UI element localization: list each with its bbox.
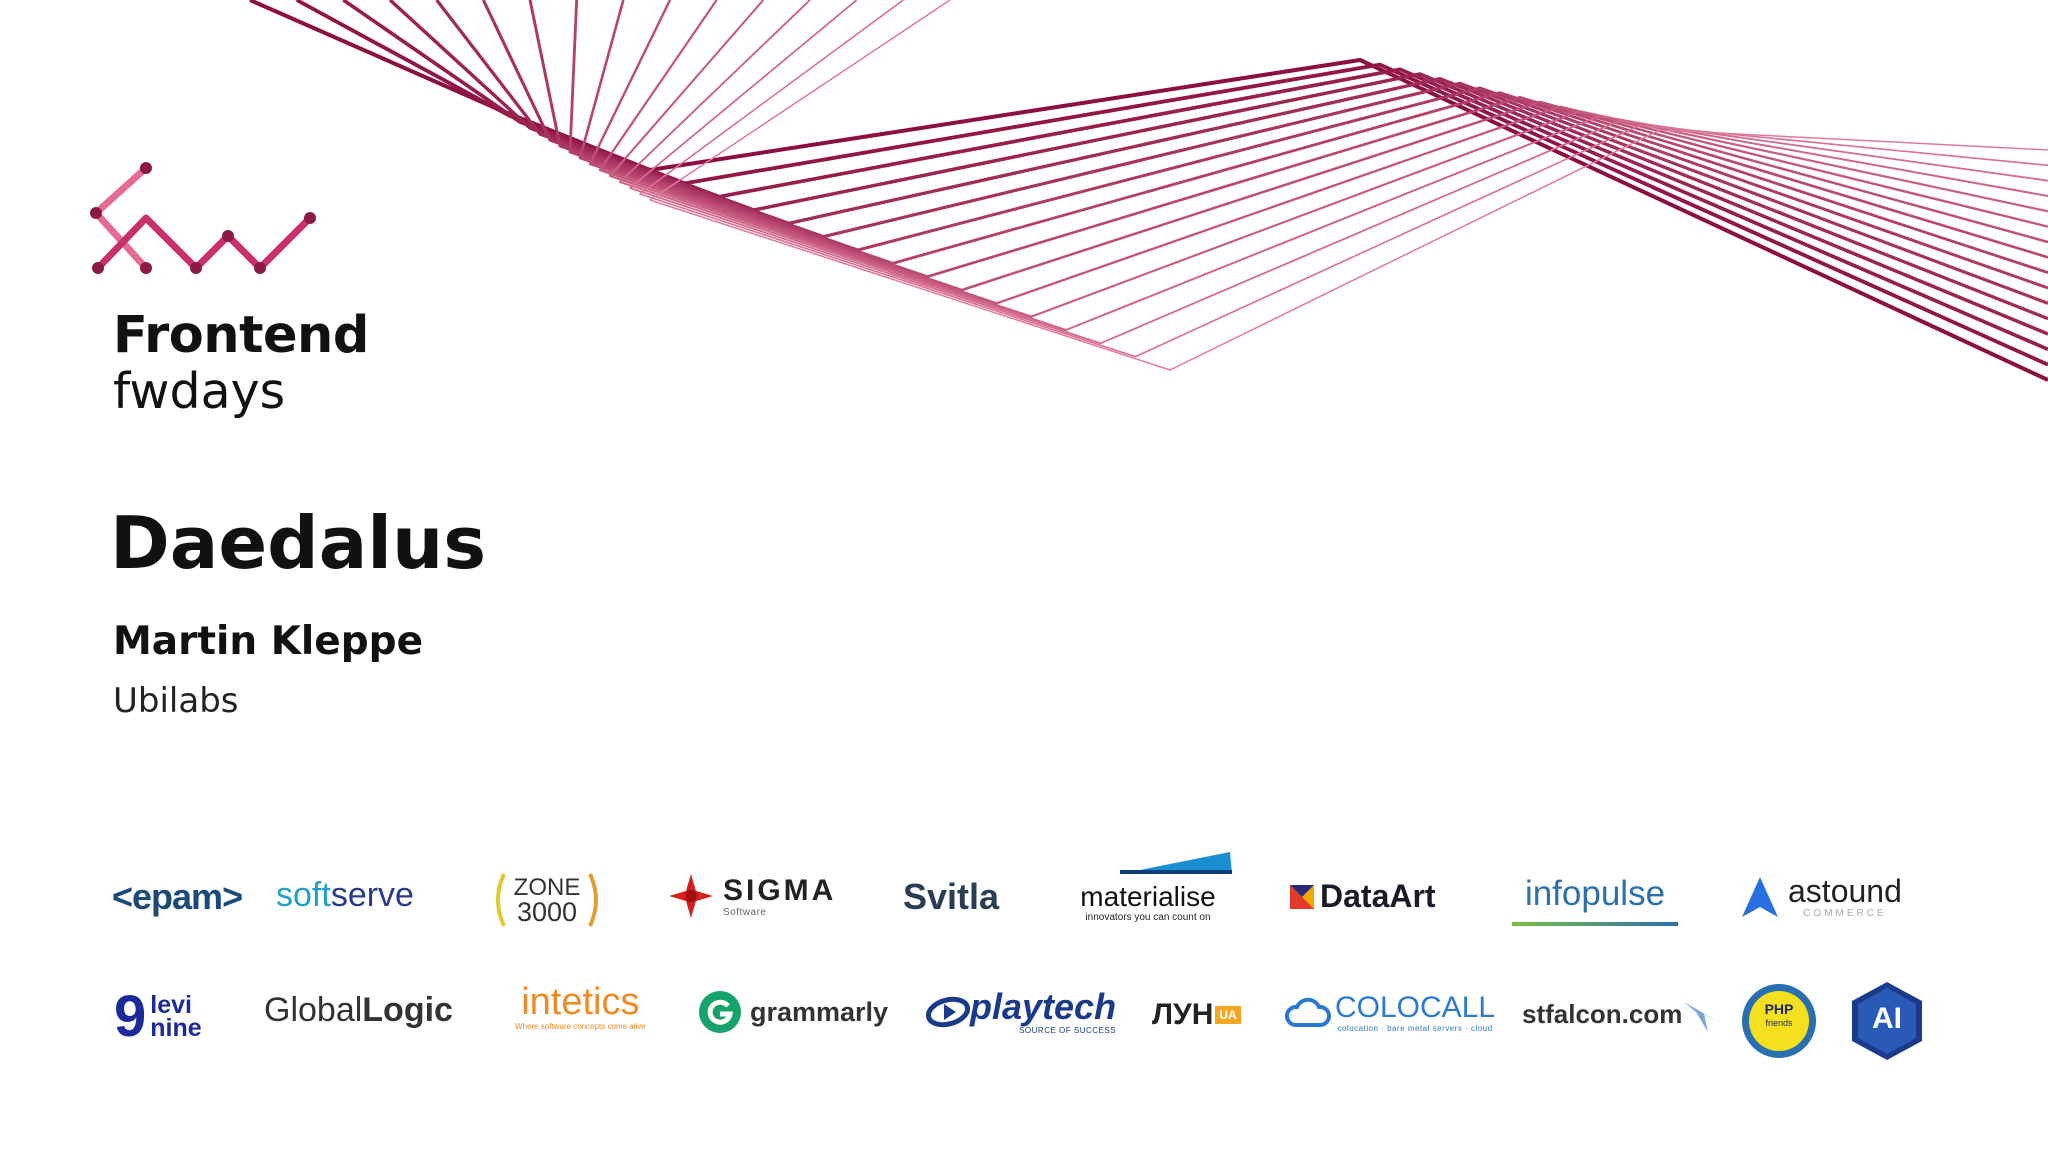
dataart-text: DataArt xyxy=(1320,878,1436,914)
grammarly-text: grammarly xyxy=(750,996,889,1027)
php-text: PHP xyxy=(1764,1001,1794,1017)
astound-subtext: COMMERCE xyxy=(1803,908,1887,919)
sponsor-logo-sigma: SIGMA Software xyxy=(667,872,836,920)
infopulse-underline xyxy=(1512,922,1678,926)
materialise-subtext: innovators you can count on xyxy=(1085,912,1211,923)
playtech-subtext: SOURCE OF SUCCESS xyxy=(1019,1026,1117,1035)
astound-arrow-icon xyxy=(1742,876,1778,917)
colocall-cloud-icon xyxy=(1285,997,1331,1027)
sponsor-logo-lun: ЛУН UA xyxy=(1152,998,1241,1032)
sponsor-logo-infopulse: infopulse xyxy=(1512,868,1678,930)
materialise-text: materialise xyxy=(1080,881,1216,912)
epam-text: <epam> xyxy=(112,876,243,917)
sponsor-logo-svitla: Svitla xyxy=(903,876,999,918)
decorative-line xyxy=(388,0,2048,336)
decorative-line xyxy=(568,0,2048,275)
brand-name-frontend: Frontend xyxy=(113,306,369,365)
intetics-subtext: Where software concepts come alive xyxy=(515,1022,646,1031)
levi-nine-9-icon: 9 xyxy=(114,984,147,1049)
globallogic-text-b: Logic xyxy=(362,991,453,1029)
colocall-subtext: colocation · bare metal servers · cloud xyxy=(1337,1024,1493,1033)
decorative-line xyxy=(578,0,2048,279)
decorative-line xyxy=(608,0,2048,318)
decorative-line xyxy=(629,0,2048,345)
sponsor-logo-dataart: DataArt xyxy=(1290,878,1436,915)
php-friends-badge-icon xyxy=(1742,984,1816,1058)
ai-hexagon-icon xyxy=(1852,982,1922,1060)
zone3000-text-b: 3000 xyxy=(516,897,578,927)
materialise-swoosh-icon xyxy=(1120,852,1232,874)
levi-text: levi xyxy=(150,991,192,1019)
fwdays-logo-icon xyxy=(90,162,316,274)
playtech-swirl-icon xyxy=(926,996,970,1027)
svitla-text: Svitla xyxy=(903,876,1000,917)
softserve-text-a: soft xyxy=(276,876,331,914)
sponsor-logo-levi-nine: 9 levi nine xyxy=(114,988,202,1046)
dataart-square-icon xyxy=(1290,884,1314,909)
grammarly-g-icon xyxy=(699,991,741,1033)
speaker-company: Ubilabs xyxy=(113,681,239,721)
stfalcon-bird-icon xyxy=(1684,1002,1723,1032)
globallogic-text-a: Global xyxy=(264,991,363,1029)
zone3000-text-a: ZONE xyxy=(513,874,581,901)
decorative-line xyxy=(649,0,2048,371)
lun-badge: UA xyxy=(1215,1006,1241,1024)
decorative-line xyxy=(639,0,2048,358)
friends-text: friends xyxy=(1765,1018,1793,1028)
decorative-line xyxy=(619,0,2048,331)
sponsor-logo-epam: <epam> xyxy=(112,876,243,918)
sponsor-logo-colocall: COLOCALL colocation · bare metal servers… xyxy=(1285,992,1495,1033)
playtech-text: playtech xyxy=(970,986,1117,1027)
decorative-line xyxy=(588,0,2048,292)
sponsor-logo-zone3000: ZONE 3000 xyxy=(490,870,604,930)
zone3000-brackets-icon xyxy=(496,873,598,927)
colocall-text: COLOCALL xyxy=(1335,991,1496,1024)
intetics-text: intetics xyxy=(521,981,640,1023)
sponsor-logo-materialise: materialise innovators you can count on xyxy=(1060,848,1236,933)
decorative-line xyxy=(598,0,2048,305)
sponsor-logo-playtech: playtech SOURCE OF SUCCESS xyxy=(926,988,1116,1035)
brand-name-fwdays: fwdays xyxy=(113,363,286,420)
sponsor-logo-ai: AI xyxy=(1850,980,1924,1062)
ai-text: AI xyxy=(1872,1002,1902,1035)
sigma-text: SIGMA xyxy=(723,873,837,907)
sponsor-logo-stfalcon: stfalcon.com xyxy=(1522,994,1724,1034)
stfalcon-text: stfalcon.com xyxy=(1522,998,1683,1029)
sponsor-logo-astound: astound COMMERCE xyxy=(1740,874,1902,919)
sponsor-logo-php-friends: PHP friends xyxy=(1740,982,1818,1060)
infopulse-text: infopulse xyxy=(1524,874,1666,913)
astound-text: astound xyxy=(1788,873,1902,909)
sigma-star-icon xyxy=(669,874,713,918)
sigma-subtext: Software xyxy=(723,906,767,918)
nine-text: nine xyxy=(150,1014,202,1042)
sponsor-logo-grammarly: grammarly xyxy=(698,990,888,1034)
sponsor-logo-intetics: intetics Where software concepts come al… xyxy=(515,982,646,1031)
softserve-text-b: serve xyxy=(330,876,414,914)
decorative-line xyxy=(528,0,2048,290)
talk-title: Daedalus xyxy=(110,501,487,585)
decorative-line xyxy=(295,0,2048,367)
lun-text: ЛУН xyxy=(1152,998,1214,1031)
speaker-name: Martin Kleppe xyxy=(113,619,424,664)
decorative-line xyxy=(342,0,2048,352)
